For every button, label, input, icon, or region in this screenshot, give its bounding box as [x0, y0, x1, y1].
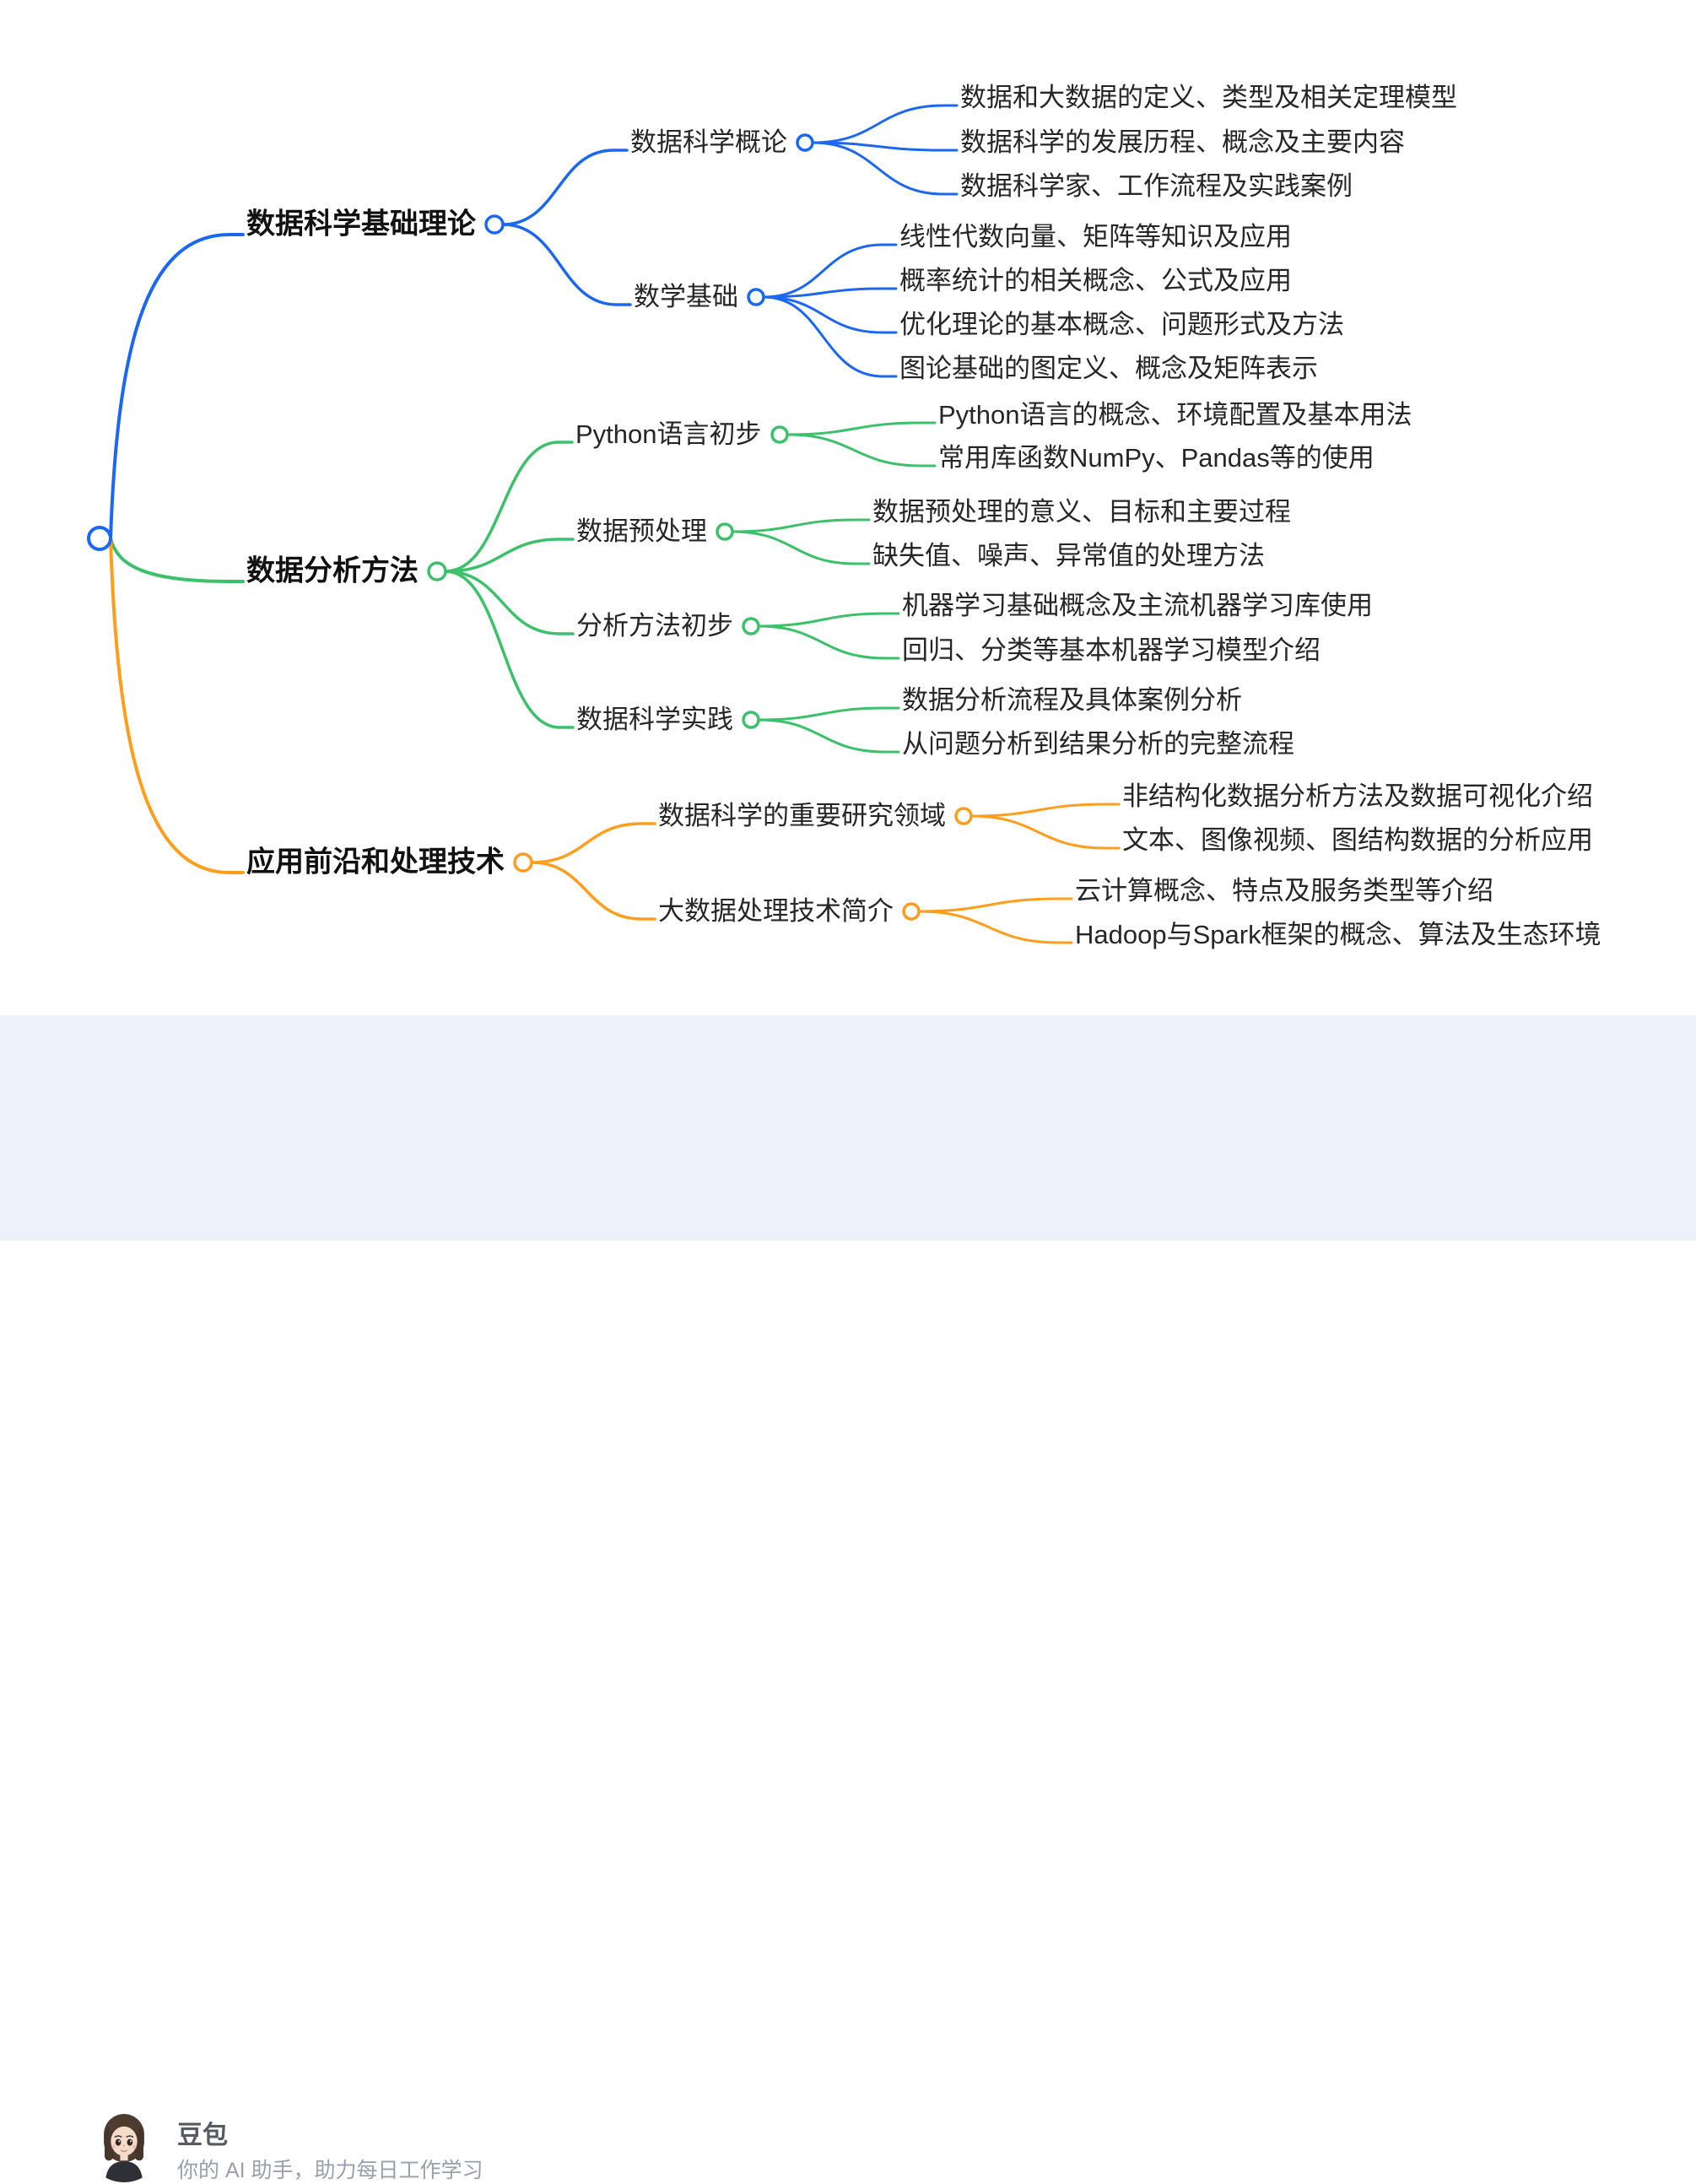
- assistant-avatar: [85, 2105, 163, 2182]
- branch-title-application-frontiers-and-processing[interactable]: 应用前沿和处理技术: [246, 846, 505, 878]
- topic-node[interactable]: 大数据处理技术简介: [658, 896, 894, 927]
- connector-curve: [811, 104, 959, 144]
- connector-curve: [757, 706, 900, 722]
- connector-curve: [786, 421, 937, 436]
- connector-curve: [444, 570, 575, 635]
- connector-curve: [731, 518, 871, 533]
- leaf-node[interactable]: 数据科学家、工作流程及实践案例: [960, 171, 1353, 202]
- connector-curve: [757, 612, 900, 628]
- assistant-footer: 豆包 你的 AI 助手，助力每日工作学习: [0, 1015, 1696, 2182]
- assistant-name: 豆包: [177, 2122, 228, 2149]
- assistant-subtitle: 你的 AI 助手，助力每日工作学习: [177, 2159, 483, 2182]
- topic-node[interactable]: Python语言初步: [575, 419, 762, 450]
- node-circle[interactable]: [87, 526, 112, 551]
- connector-curve: [917, 897, 1073, 913]
- topic-node[interactable]: 数学基础: [634, 282, 738, 312]
- connector-curve: [762, 295, 898, 378]
- topic-node[interactable]: 数据预处理: [576, 516, 707, 547]
- connector-curve: [731, 530, 871, 565]
- connector-curve: [917, 910, 1073, 944]
- leaf-node[interactable]: 文本、图像视频、图结构数据的分析应用: [1122, 825, 1593, 856]
- topic-node[interactable]: 数据科学实践: [576, 705, 733, 735]
- leaf-node[interactable]: 回归、分类等基本机器学习模型介绍: [902, 635, 1321, 666]
- connector-curve: [530, 822, 656, 864]
- connector-curve: [762, 243, 898, 299]
- connector-curve: [444, 538, 575, 573]
- leaf-node[interactable]: 缺失值、噪声、异常值的处理方法: [872, 541, 1265, 571]
- connector-curve: [109, 537, 245, 874]
- leaf-node[interactable]: 数据预处理的意义、目标和主要过程: [872, 497, 1291, 527]
- branch-title-data-science-fundamental-theory[interactable]: 数据科学基础理论: [246, 208, 476, 241]
- leaf-node[interactable]: 非结构化数据分析方法及数据可视化介绍: [1122, 781, 1593, 812]
- leaf-node[interactable]: 从问题分析到结果分析的完整流程: [902, 729, 1294, 760]
- connector-curve: [501, 149, 629, 226]
- connector-curve: [811, 141, 959, 196]
- connector-curve: [786, 433, 937, 468]
- leaf-node[interactable]: 图论基础的图定义、概念及矩阵表示: [899, 354, 1318, 384]
- connector-curve: [444, 441, 574, 573]
- connector-curve: [811, 141, 959, 152]
- leaf-node[interactable]: Hadoop与Spark框架的概念、算法及生态环境: [1075, 920, 1601, 950]
- leaf-node[interactable]: 优化理论的基本概念、问题形式及方法: [899, 310, 1344, 340]
- mindmap-canvas: 数据科学基础理论 数据科学概论 数据和大数据的定义、类型及相关定理模型数据科学的发展…: [0, 83, 1696, 2182]
- leaf-node[interactable]: 数据科学的发展历程、概念及主要内容: [960, 127, 1405, 158]
- connector-curve: [530, 861, 656, 921]
- leaf-node[interactable]: 机器学习基础概念及主流机器学习库使用: [902, 591, 1373, 621]
- leaf-node[interactable]: 数据和大数据的定义、类型及相关定理模型: [960, 83, 1457, 113]
- leaf-node[interactable]: 常用库函数NumPy、Pandas等的使用: [938, 443, 1375, 473]
- leaf-node[interactable]: 线性代数向量、矩阵等知识及应用: [899, 222, 1292, 252]
- connector-curve: [762, 287, 898, 299]
- connector-curve: [444, 570, 575, 729]
- topic-node[interactable]: 数据科学的重要研究领域: [658, 801, 946, 831]
- connector-curve: [762, 295, 898, 334]
- connector-curve: [970, 803, 1121, 818]
- connector-curve: [757, 718, 900, 754]
- connector-curve: [970, 814, 1121, 850]
- leaf-node[interactable]: 云计算概念、特点及服务类型等介绍: [1075, 876, 1493, 906]
- leaf-node[interactable]: 概率统计的相关概念、公式及应用: [899, 266, 1292, 296]
- mindmap-nodes-layer: 数据科学基础理论 数据科学概论 数据和大数据的定义、类型及相关定理模型数据科学的发展…: [246, 83, 1601, 950]
- topic-node[interactable]: 数据科学概论: [630, 127, 787, 158]
- doubao-girl-avatar-icon: [85, 2105, 163, 2182]
- branch-title-data-analysis-methods[interactable]: 数据分析方法: [246, 554, 419, 587]
- connector-curve: [501, 223, 632, 306]
- leaf-node[interactable]: 数据分析流程及具体案例分析: [902, 685, 1242, 716]
- connector-curve: [109, 233, 245, 540]
- connector-curve: [109, 537, 245, 583]
- connector-curve: [757, 624, 900, 660]
- mindmap-connectors: [87, 104, 1121, 944]
- topic-node[interactable]: 分析方法初步: [576, 611, 733, 641]
- leaf-node[interactable]: Python语言的概念、环境配置及基本用法: [938, 400, 1412, 430]
